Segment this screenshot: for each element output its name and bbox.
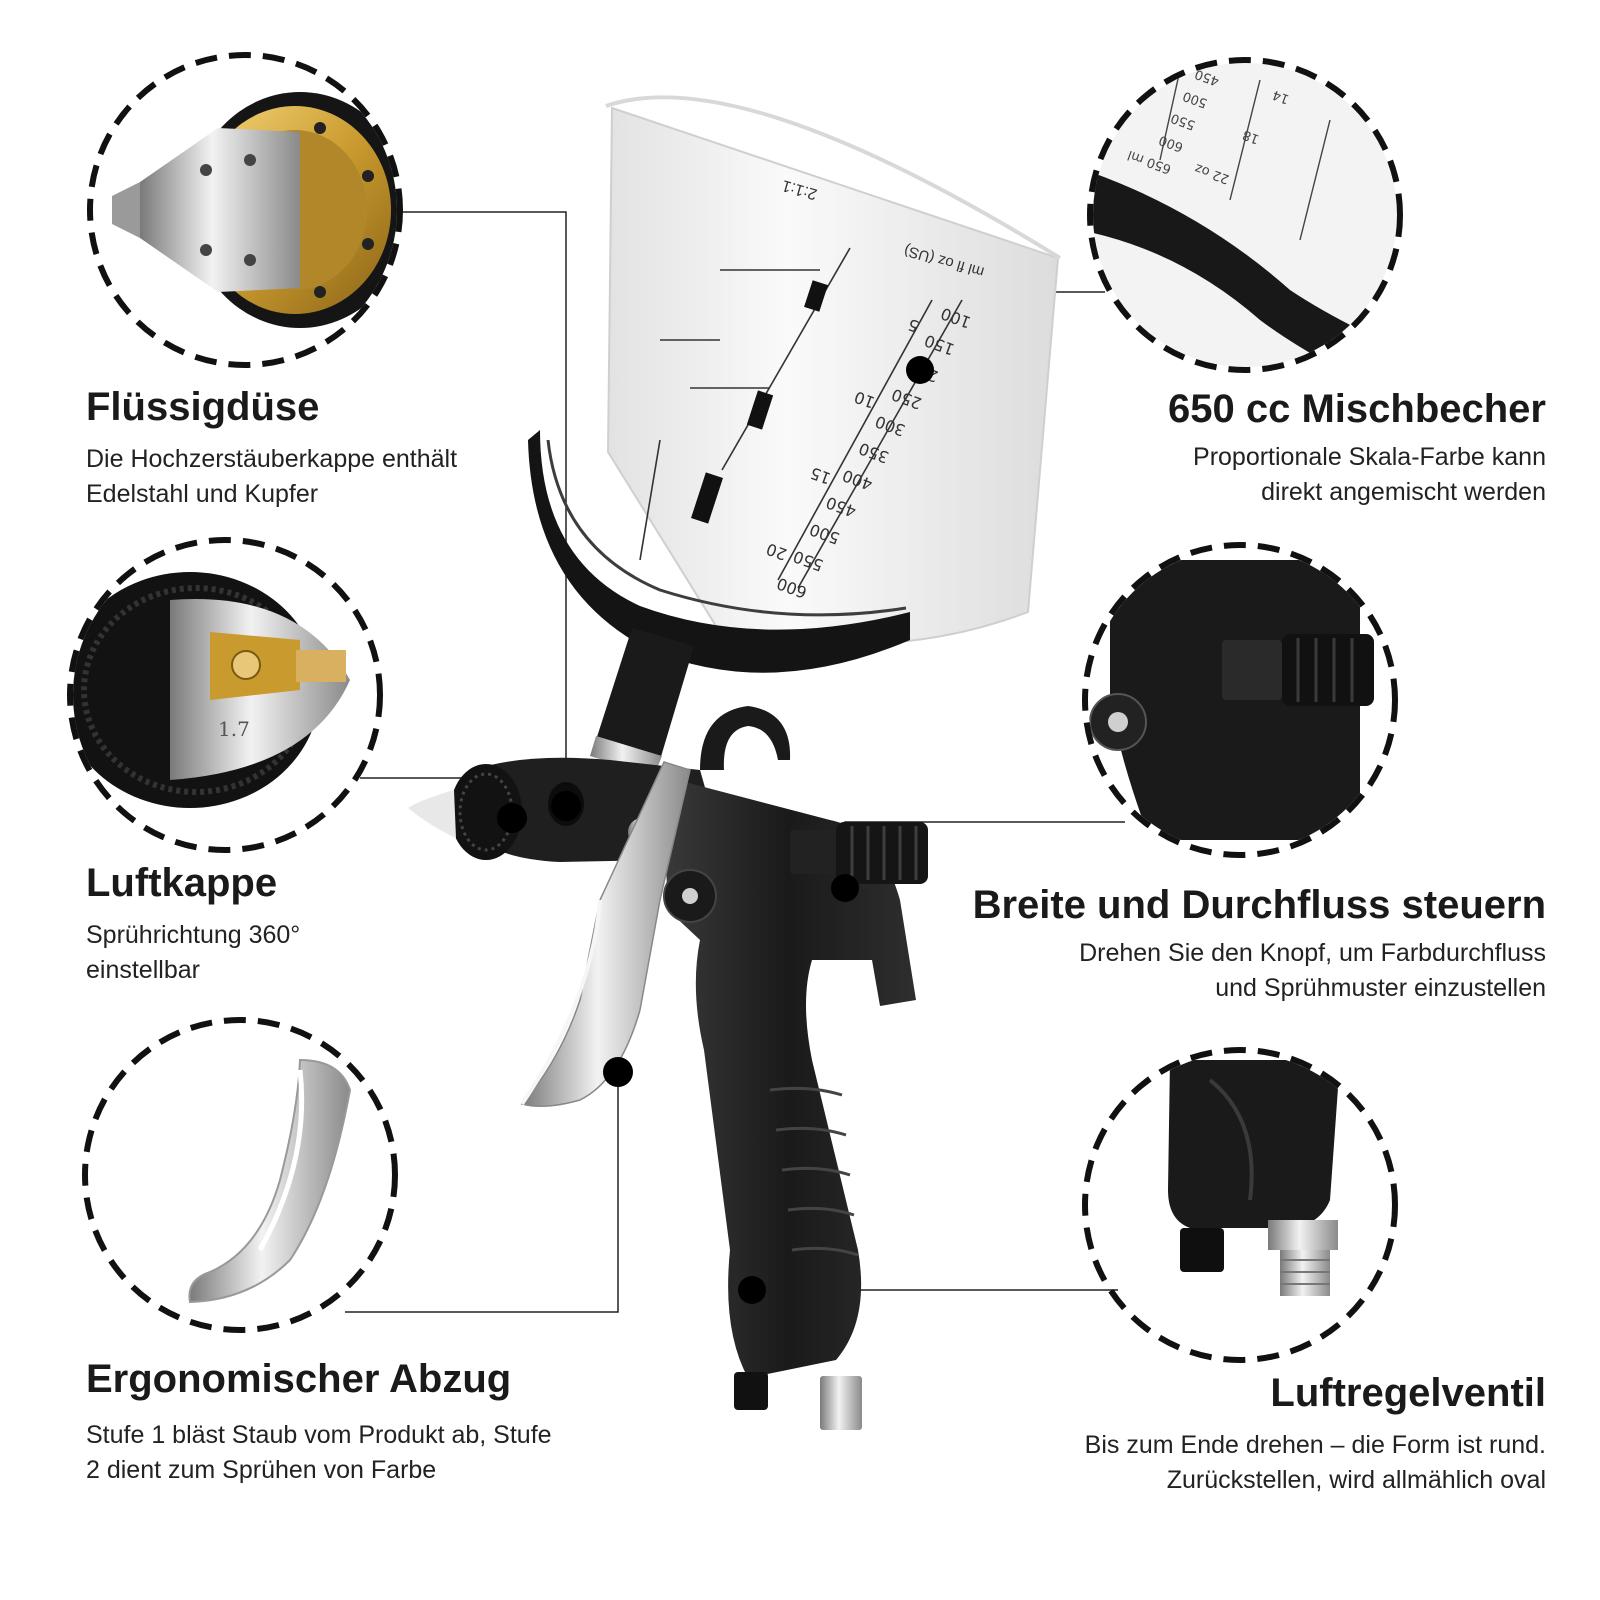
- aircap-description-line: einstellbar: [86, 956, 200, 984]
- air-inlet-fitting: [820, 1376, 862, 1430]
- trigger-description-line: 2 dient zum Sprühen von Farbe: [86, 1456, 437, 1484]
- cup-description-line: Proportionale Skala-Farbe kann: [1193, 443, 1546, 471]
- nozzle-description-line: Edelstahl und Kupfer: [86, 480, 319, 508]
- bottom-knob: [734, 1372, 768, 1410]
- grip-ridges: [769, 1086, 859, 1257]
- knobs-description-line: Drehen Sie den Knopf, um Farbdurchfluss: [1079, 939, 1546, 967]
- knobs-description-line: und Sprühmuster einzustellen: [1215, 974, 1546, 1002]
- knobs-title: Breite und Durchfluss steuern: [972, 883, 1546, 927]
- mixing-cup: 1001502002503003504004505005506005101520…: [528, 95, 1062, 673]
- air-cap-ring: [450, 764, 522, 860]
- nozzle-title: Flüssigdüse: [86, 385, 320, 429]
- scale-mark: [804, 280, 828, 312]
- cup-scale: [639, 247, 963, 589]
- scale-mark: [746, 390, 774, 430]
- air-cap-size: 1.7: [218, 717, 250, 741]
- brass-nozzle-icon: [87, 52, 403, 368]
- width-knob: [836, 822, 928, 884]
- trigger: [520, 761, 691, 1107]
- nozzle-description: Die Hochzerstäuberkappe enthält Edelstah…: [86, 442, 457, 512]
- valve-description-line: Bis zum Ende drehen – die Form ist rund.: [1084, 1431, 1546, 1459]
- hang-hook: [700, 706, 791, 770]
- trigger-title: Ergonomischer Abzug: [86, 1357, 512, 1401]
- cup-description-line: direkt angemischt werden: [1261, 478, 1546, 506]
- aircap-description-line: Sprührichtung 360°: [86, 921, 301, 949]
- gun-body: [662, 776, 916, 1378]
- air-valve-icon: [1082, 1047, 1398, 1363]
- cup-neck: [596, 628, 694, 760]
- cup-title: 650 cc Mischbecher: [1168, 387, 1546, 431]
- air-cap-icon: 1.7: [67, 537, 383, 853]
- inset-scale-oz-label: 18: [1241, 127, 1262, 147]
- aircap-title: Luftkappe: [86, 861, 278, 905]
- aircap-description: Sprührichtung 360° einstellbar: [86, 918, 300, 988]
- scale-mark: [691, 472, 723, 524]
- trigger-description: Stufe 1 bläst Staub vom Produkt ab, Stuf…: [86, 1418, 552, 1488]
- valve-description: Bis zum Ende drehen – die Form ist rund.…: [1085, 1428, 1546, 1498]
- trigger-description-line: Stufe 1 bläst Staub vom Produkt ab, Stuf…: [86, 1421, 552, 1449]
- cup-description: Proportionale Skala-Farbe kann direkt an…: [1193, 440, 1546, 510]
- nozzle-leader-line: [402, 211, 567, 800]
- adjustment-knob-icon: [1082, 542, 1398, 858]
- valve-title: Luftregelventil: [1270, 1371, 1546, 1415]
- valve-description-line: Zurückstellen, wird allmählich oval: [1166, 1466, 1546, 1494]
- callout-dots: [497, 356, 934, 1304]
- inset-scale-oz-label: 14: [1271, 87, 1292, 107]
- trigger-icon: [82, 1017, 398, 1333]
- nozzle-description-line: Die Hochzerstäuberkappe enthält: [86, 445, 458, 473]
- width-knob-stem: [790, 830, 836, 874]
- trigger-leader-line: [345, 1075, 619, 1313]
- air-cap-horn: [408, 790, 456, 838]
- spray-gun-icon: 1001502002503003504004505005506005101520…: [408, 95, 1062, 1430]
- knobs-description: Drehen Sie den Knopf, um Farbdurchfluss …: [1079, 936, 1546, 1006]
